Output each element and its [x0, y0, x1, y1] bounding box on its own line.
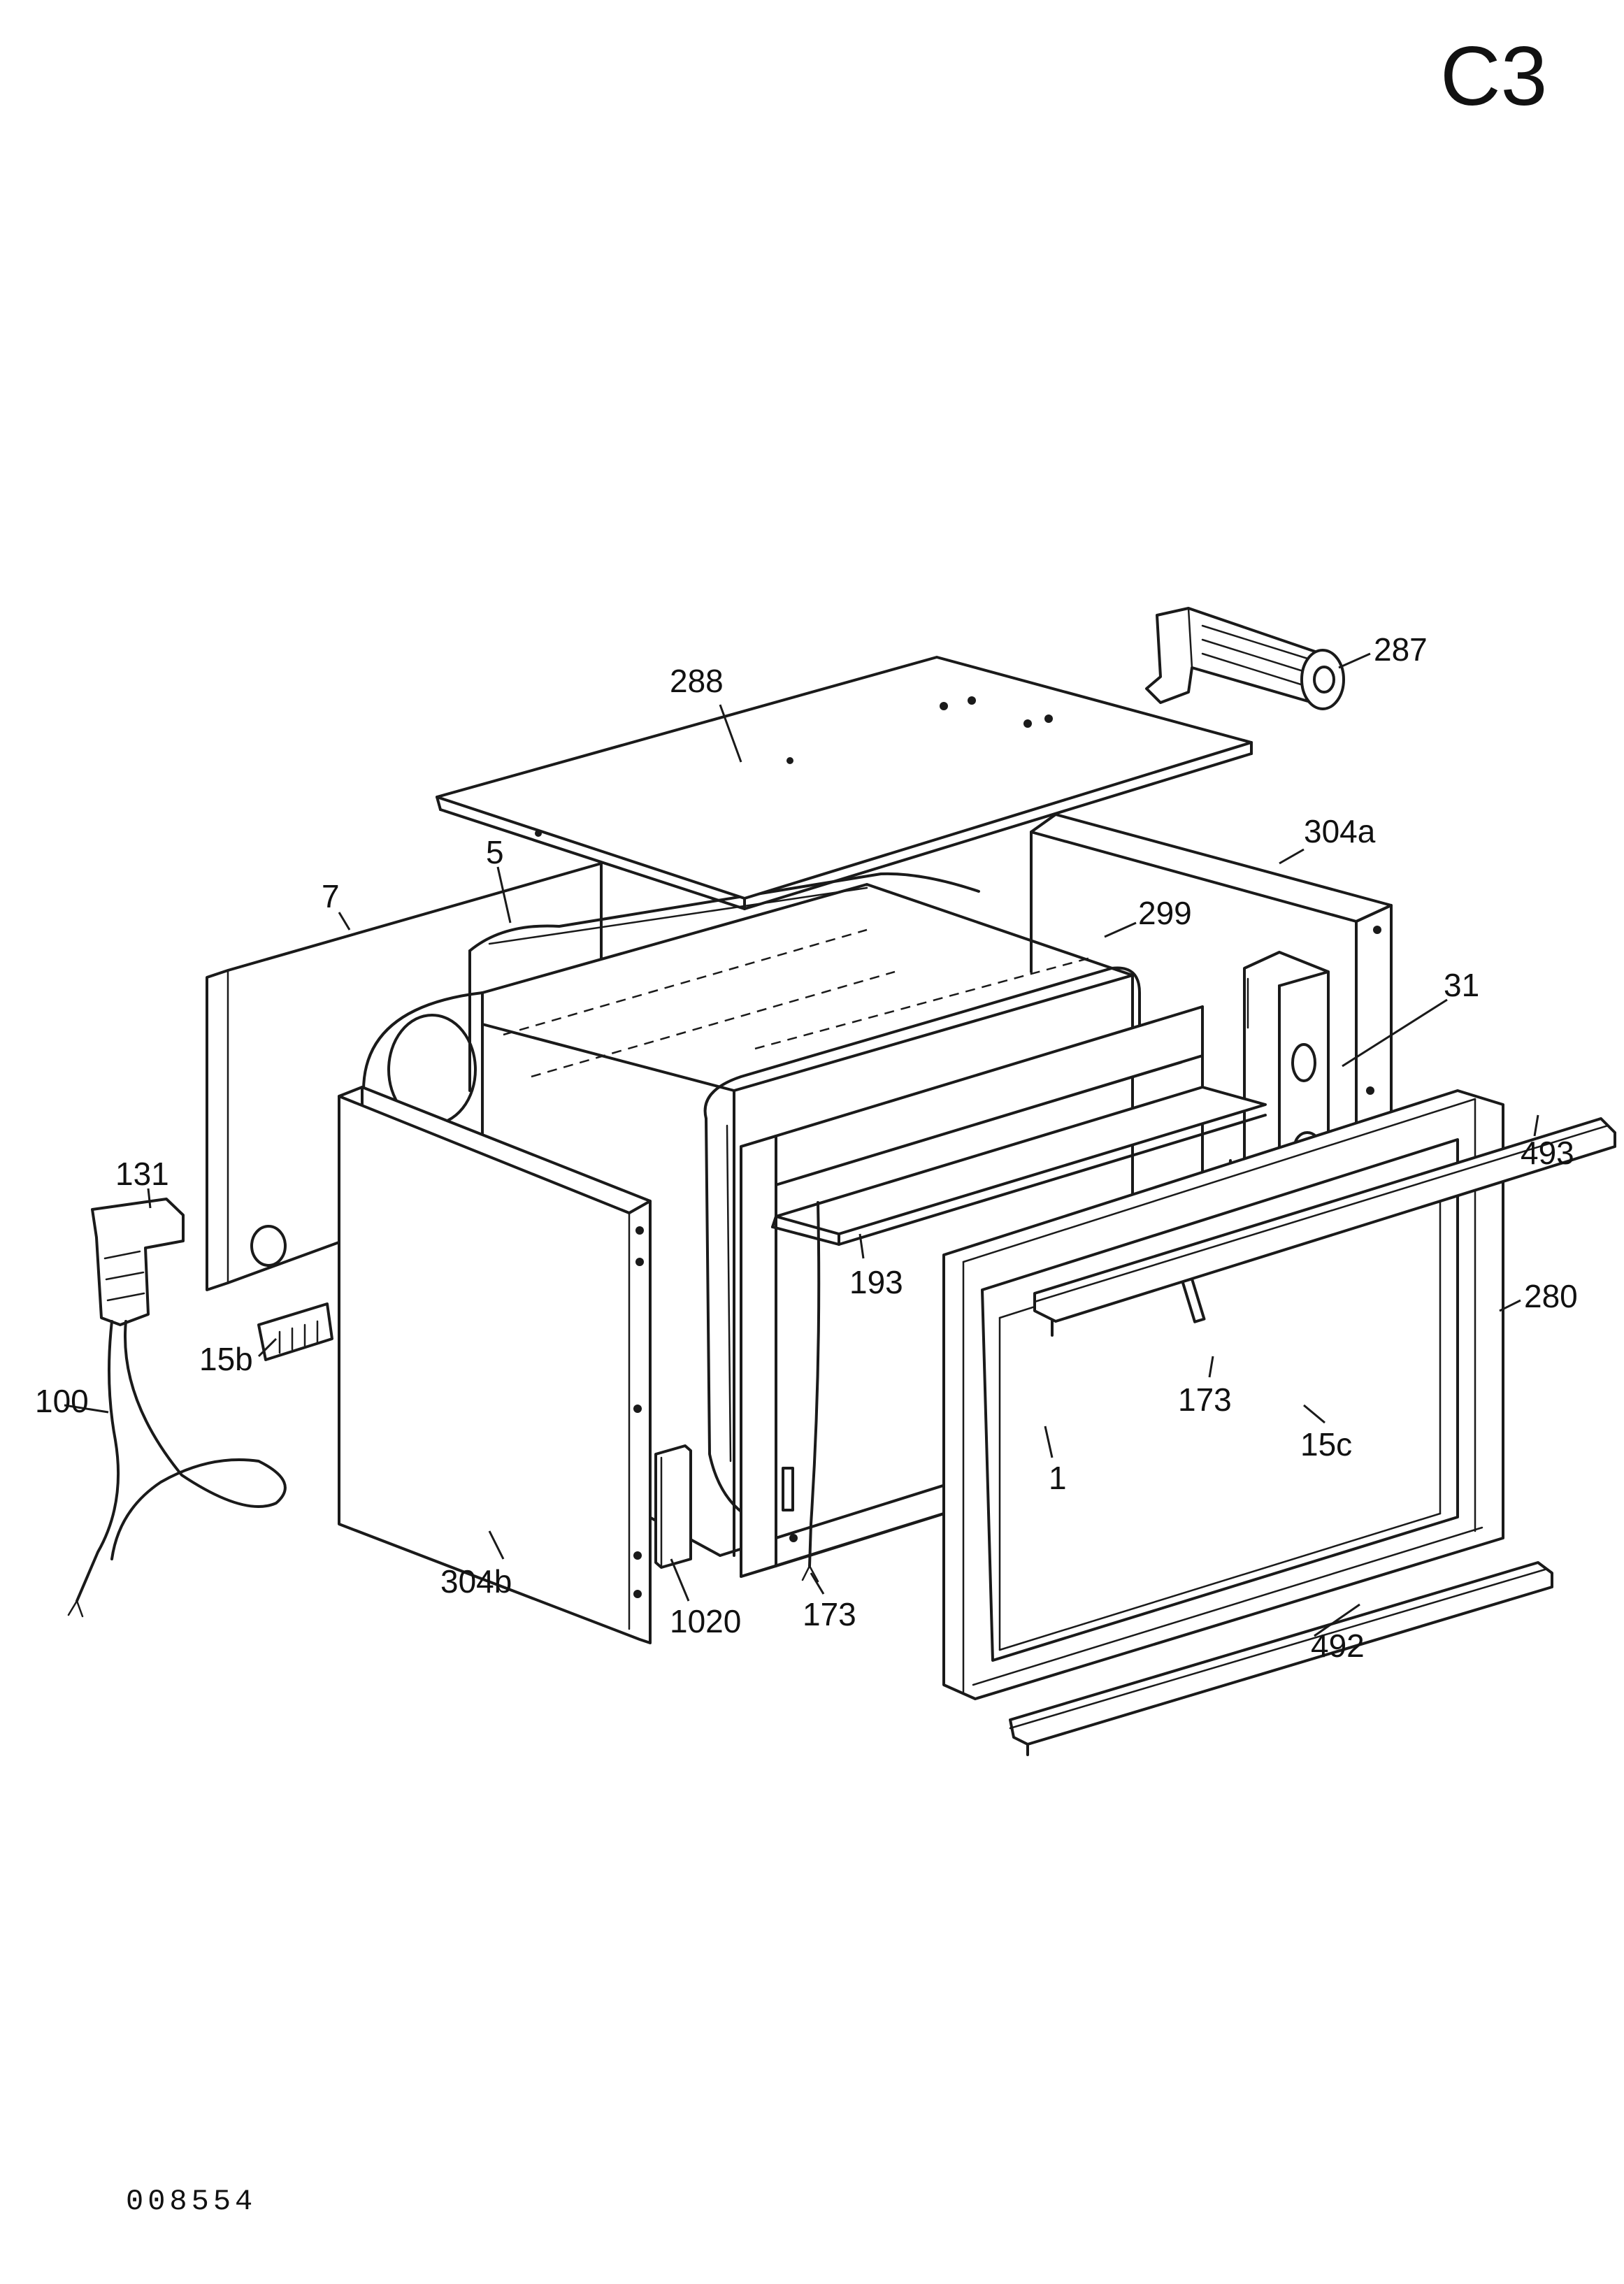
callout-493: 493	[1521, 1135, 1574, 1171]
callout-31: 31	[1444, 967, 1479, 1003]
callout-193: 193	[849, 1264, 903, 1300]
callout-labels: 288 287 304a 7 5 299 31 493 131 15b 100 …	[35, 631, 1578, 1664]
connector-block	[91, 1198, 185, 1326]
side-trim	[1033, 1117, 1616, 1337]
mounting-plate	[654, 1444, 692, 1569]
callout-15b: 15b	[199, 1341, 253, 1377]
power-cable	[67, 1320, 287, 1618]
callout-1020: 1020	[670, 1603, 741, 1639]
tangential-fan	[1145, 607, 1345, 710]
callout-287: 287	[1374, 631, 1428, 668]
bottom-trim	[1009, 1561, 1553, 1756]
document-number: 008554	[126, 2185, 257, 2218]
right-side-panel	[338, 1086, 652, 1644]
callout-288: 288	[670, 663, 724, 699]
callout-7: 7	[322, 878, 340, 914]
callout-15c: 15c	[1300, 1426, 1352, 1463]
front-frame	[942, 1089, 1504, 1700]
rail-15b	[257, 1302, 333, 1361]
callout-299: 299	[1138, 895, 1192, 931]
callout-173-lower: 173	[803, 1596, 856, 1632]
top-cover	[436, 656, 1253, 910]
callout-492: 492	[1311, 1628, 1365, 1664]
callout-280: 280	[1524, 1278, 1578, 1314]
callout-304b: 304b	[440, 1563, 512, 1600]
callout-1: 1	[1049, 1460, 1067, 1496]
callout-173-upper: 173	[1178, 1381, 1232, 1418]
sheet-id: C3	[1440, 29, 1547, 123]
callout-5: 5	[486, 834, 504, 870]
callout-131: 131	[115, 1156, 169, 1192]
leader-lines	[64, 652, 1539, 1637]
callout-304a: 304a	[1304, 813, 1376, 849]
callout-100: 100	[35, 1383, 89, 1419]
